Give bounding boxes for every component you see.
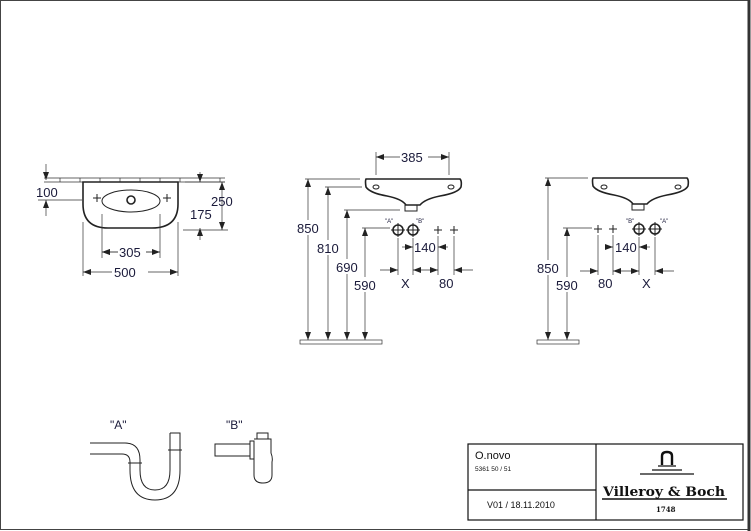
svg-text:1748: 1748 bbox=[656, 505, 676, 514]
dim-x: X bbox=[401, 276, 410, 291]
trap-b-label: "B" bbox=[226, 418, 243, 432]
floor-line bbox=[299, 339, 383, 345]
dim-100: 100 bbox=[36, 185, 58, 200]
front-view: 100 250 175 305 500 bbox=[36, 164, 233, 280]
dim-305: 305 bbox=[119, 245, 141, 260]
side-view-left: 385 850 810 690 590 "A" "B" 140 X 80 bbox=[296, 150, 473, 345]
dim-590: 590 bbox=[556, 278, 578, 293]
product-name: O.novo bbox=[475, 450, 510, 462]
dim-80: 80 bbox=[439, 276, 453, 291]
dim-175: 175 bbox=[190, 207, 212, 222]
dim-385: 385 bbox=[401, 150, 423, 165]
dim-140: 140 bbox=[414, 240, 436, 255]
trap-b: "B" bbox=[214, 418, 273, 484]
supply-cross-icon bbox=[434, 226, 458, 234]
label-a: "A" bbox=[385, 219, 393, 225]
label-b: "B" bbox=[416, 219, 424, 225]
floor-line bbox=[536, 339, 580, 345]
trap-a: "A" bbox=[90, 418, 182, 501]
supply-cross-icon bbox=[594, 225, 617, 233]
dim-850: 850 bbox=[537, 261, 559, 276]
dim-690: 690 bbox=[336, 260, 358, 275]
dim-590: 590 bbox=[354, 278, 376, 293]
label-b: "B" bbox=[626, 219, 634, 225]
dim-250: 250 bbox=[211, 194, 233, 209]
dim-500: 500 bbox=[114, 265, 136, 280]
title-block: O.novo 5361 50 / 51 V01 / 18.11.2010 Vil… bbox=[467, 443, 744, 521]
basin-front bbox=[82, 181, 179, 229]
bowl-outline bbox=[101, 189, 161, 213]
version-date: V01 / 18.11.2010 bbox=[487, 500, 555, 510]
side-view-right: 850 590 "B" "A" 140 80 X bbox=[536, 177, 690, 345]
tap-hole-icon bbox=[93, 194, 171, 202]
dim-140: 140 bbox=[615, 240, 637, 255]
dim-x: X bbox=[642, 276, 651, 291]
dim-80: 80 bbox=[598, 276, 612, 291]
dim-810: 810 bbox=[317, 241, 339, 256]
trap-a-label: "A" bbox=[110, 418, 127, 432]
drain-icon bbox=[126, 195, 136, 205]
article-number: 5361 50 / 51 bbox=[475, 466, 512, 473]
label-a: "A" bbox=[660, 219, 668, 225]
svg-text:Villeroy & Boch: Villeroy & Boch bbox=[602, 485, 726, 500]
basin-side bbox=[364, 178, 463, 206]
dim-850: 850 bbox=[297, 221, 319, 236]
villeroy-boch-logo: Villeroy & Boch 1748 bbox=[602, 450, 727, 514]
basin-side bbox=[591, 177, 690, 205]
